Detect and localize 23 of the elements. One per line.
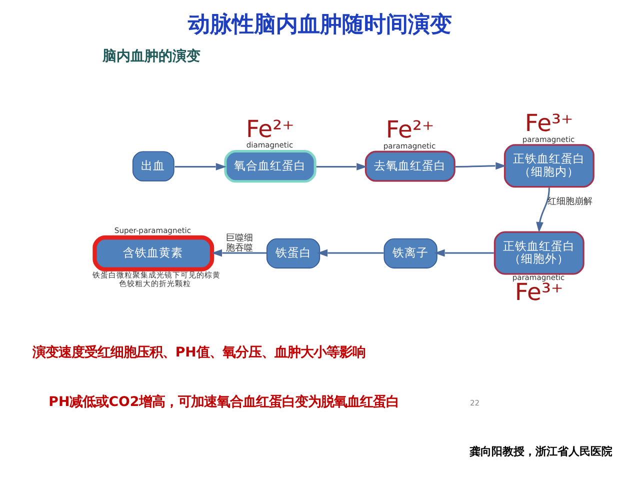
label: 22 bbox=[470, 398, 480, 408]
arrow bbox=[316, 163, 367, 170]
arrow bbox=[316, 249, 384, 257]
edge-label: 巨噬细胞吞噬 bbox=[225, 232, 252, 254]
node-label: paramagnetic bbox=[512, 272, 564, 282]
arrow bbox=[174, 163, 226, 170]
arrow bbox=[210, 249, 266, 257]
arrow bbox=[434, 249, 494, 257]
node-label: paramagnetic bbox=[522, 134, 574, 144]
arrow bbox=[454, 162, 506, 170]
node-label: paramagnetic bbox=[382, 141, 436, 150]
node-label: diamagnetic bbox=[246, 140, 293, 150]
node-label: Fe³⁺ bbox=[524, 109, 573, 138]
arrow bbox=[536, 188, 550, 233]
label: 脑内血肿的演变 bbox=[102, 48, 200, 64]
node-label: Fe²⁺ bbox=[245, 114, 294, 143]
edge-label: 红细胞崩解 bbox=[547, 196, 592, 208]
node-label: Super-paramagnetic bbox=[114, 226, 191, 236]
node-label: Fe²⁺ bbox=[385, 116, 434, 144]
label: 演变速度受红细胞压积、PH值、氧分压、血肿大小等影响 bbox=[32, 346, 365, 361]
diagram-title: 动脉性脑内血肿随时间演变 bbox=[188, 12, 452, 38]
label: PH减低或CO2增高，可加速氧合血红蛋白变为脱氧血红蛋白 bbox=[48, 395, 399, 410]
node-label: 铁蛋白微粒聚集成光镜下可见的棕黄色较粗大的折光颗粒 bbox=[92, 270, 220, 288]
